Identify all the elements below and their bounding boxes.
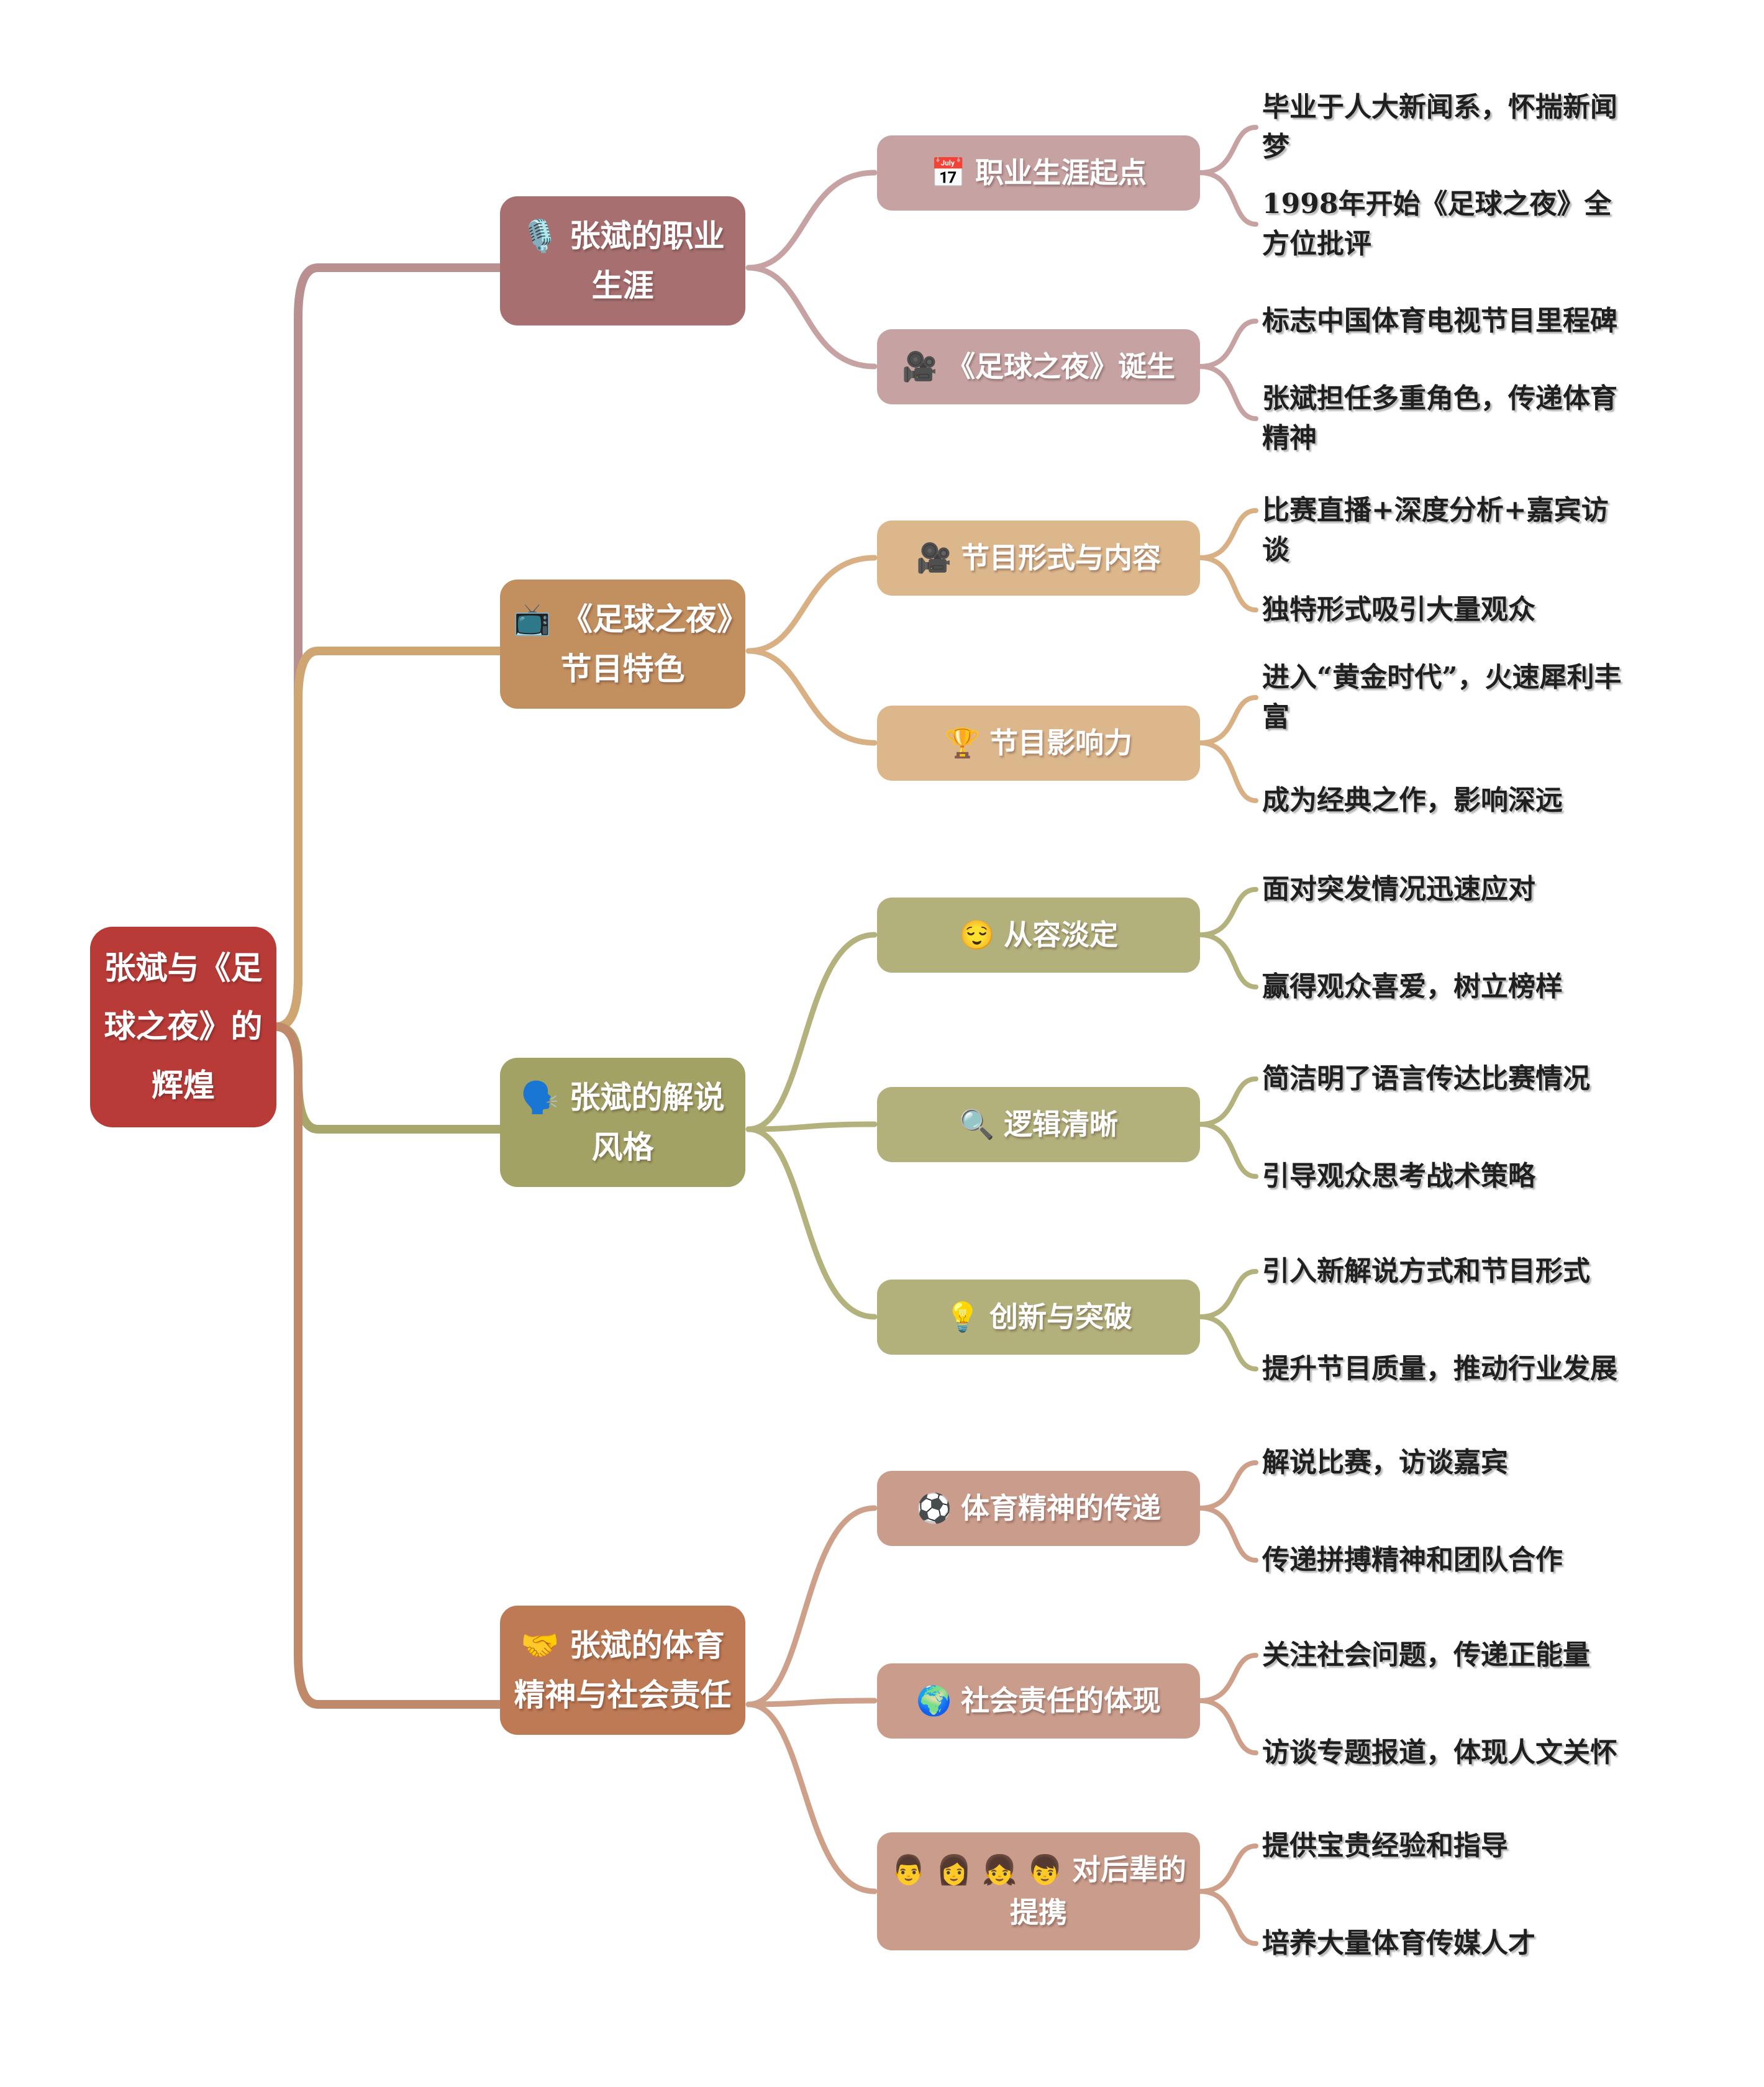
sub-node-social-responsibility[interactable]: 🌍 社会责任的体现 (877, 1663, 1200, 1739)
sub-title: 🎥 节目形式与内容 (916, 537, 1161, 580)
branch-label: 张斌的解说风格 (569, 1079, 725, 1165)
sub-title: 💡创新与突破 (945, 1296, 1132, 1339)
sub-node-format-content[interactable]: 🎥 节目形式与内容 (877, 521, 1200, 596)
light-bulb-icon: 💡 (945, 1300, 981, 1334)
leaf-text[interactable]: 张斌担任多重角色，传递体育精神 (1262, 383, 1617, 454)
sub-label: 从容淡定 (1004, 918, 1118, 952)
sub-title: ⚽ 体育精神的传递 (916, 1487, 1161, 1530)
sub-label: 《足球之夜》诞生 (947, 350, 1175, 383)
leaf-text[interactable]: 关注社会问题，传递正能量 (1262, 1639, 1590, 1671)
leaf-text[interactable]: 访谈专题报道，体现人文关怀 (1262, 1737, 1617, 1768)
root-label: 张斌与《足球之夜》的辉煌 (104, 950, 263, 1104)
sub-label: 对后辈的提携 (1010, 1853, 1186, 1929)
studio-microphone-icon: 🎙️ (521, 217, 560, 254)
leaf-text[interactable]: 传递拼搏精神和团队合作 (1262, 1544, 1563, 1576)
branch-label: 张斌的体育精神与社会责任 (514, 1627, 732, 1713)
leaf-text[interactable]: 培养大量体育传媒人才 (1262, 1927, 1535, 1959)
sub-label: 创新与突破 (989, 1300, 1132, 1334)
leaf-text[interactable]: 1998年开始《足球之夜》全方位批评 (1262, 188, 1612, 260)
leaf-text[interactable]: 提升节目质量，推动行业发展 (1262, 1353, 1617, 1385)
branch-node-sports-spirit[interactable]: 🤝张斌的体育精神与社会责任 (500, 1606, 745, 1735)
movie-camera-icon: 🎥 (902, 350, 938, 383)
globe-icon: 🌍 (916, 1684, 952, 1717)
branch-node-career[interactable]: 🎙️张斌的职业生涯 (500, 196, 745, 325)
sub-label: 体育精神的传递 (961, 1491, 1161, 1525)
relieved-face-icon: 😌 (959, 918, 995, 952)
sub-title: 🔍 逻辑清晰 (959, 1103, 1118, 1146)
people-icons: 👨 👩 👧 👦 (891, 1853, 1063, 1886)
leaf-text[interactable]: 毕业于人大新闻系，怀揣新闻梦 (1262, 91, 1617, 163)
sub-title: 😌 从容淡定 (959, 914, 1118, 957)
leaf-text[interactable]: 引入新解说方式和节目形式 (1262, 1255, 1590, 1287)
sub-title: 🌍 社会责任的体现 (916, 1680, 1161, 1722)
leaf-text[interactable]: 赢得观众喜爱，树立榜样 (1262, 971, 1563, 1003)
leaf-text[interactable]: 成为经典之作，影响深远 (1262, 784, 1563, 816)
sub-label: 社会责任的体现 (961, 1684, 1161, 1717)
leaf-text[interactable]: 引导观众思考战术策略 (1262, 1160, 1535, 1192)
television-icon: 📺 (512, 601, 552, 637)
sub-node-mentoring[interactable]: 👨 👩 👧 👦对后辈的提携 (877, 1832, 1200, 1950)
sub-label: 职业生涯起点 (975, 156, 1147, 189)
root-node[interactable]: 张斌与《足球之夜》的辉煌 (90, 927, 276, 1128)
branch-node-program-features[interactable]: 📺《足球之夜》节目特色 (500, 580, 745, 709)
branch-title: 🤝张斌的体育精神与社会责任 (506, 1621, 739, 1720)
magnifying-glass-icon: 🔍 (959, 1107, 995, 1141)
trophy-icon: 🏆 (945, 726, 981, 760)
handshake-icon: 🤝 (521, 1627, 560, 1663)
leaf-text[interactable]: 面对突发情况迅速应对 (1262, 873, 1535, 905)
leaf-text[interactable]: 提供宝贵经验和指导 (1262, 1830, 1508, 1862)
sub-title: 📅 职业生涯起点 (930, 152, 1147, 194)
movie-camera-icon: 🎥 (916, 541, 952, 575)
leaf-text[interactable]: 进入“黄金时代”，火速犀利丰富 (1262, 662, 1622, 733)
leaf-text[interactable]: 比赛直播+深度分析+嘉宾访谈 (1262, 494, 1609, 566)
sub-node-career-start[interactable]: 📅 职业生涯起点 (877, 135, 1200, 211)
speaking-head-icon: 🗣️ (521, 1079, 560, 1116)
sub-node-program-birth[interactable]: 🎥 《足球之夜》诞生 (877, 329, 1200, 404)
sub-title: 🏆节目影响力 (945, 722, 1132, 765)
branch-node-commentary-style[interactable]: 🗣️张斌的解说风格 (500, 1058, 745, 1187)
sub-title: 👨 👩 👧 👦对后辈的提携 (884, 1848, 1193, 1934)
calendar-icon: 📅 (930, 156, 966, 189)
sub-node-spirit-transmission[interactable]: ⚽ 体育精神的传递 (877, 1471, 1200, 1546)
sub-label: 节目形式与内容 (961, 541, 1161, 575)
leaf-text[interactable]: 解说比赛，访谈嘉宾 (1262, 1447, 1508, 1478)
branch-label: 张斌的职业生涯 (569, 217, 725, 304)
sub-node-program-influence[interactable]: 🏆节目影响力 (877, 706, 1200, 781)
sub-node-innovation[interactable]: 💡创新与突破 (877, 1280, 1200, 1355)
leaf-text[interactable]: 标志中国体育电视节目里程碑 (1262, 305, 1617, 337)
leaf-text[interactable]: 独特形式吸引大量观众 (1262, 594, 1535, 625)
branch-title: 🎙️张斌的职业生涯 (506, 211, 739, 311)
sub-node-calm-composed[interactable]: 😌 从容淡定 (877, 898, 1200, 973)
sub-label: 逻辑清晰 (1004, 1107, 1118, 1141)
sub-label: 节目影响力 (989, 726, 1132, 760)
branch-title: 📺《足球之夜》节目特色 (506, 594, 739, 694)
branch-title: 🗣️张斌的解说风格 (506, 1073, 739, 1172)
leaf-text[interactable]: 简洁明了语言传达比赛情况 (1262, 1063, 1590, 1094)
sub-title: 🎥 《足球之夜》诞生 (902, 345, 1175, 388)
branch-label: 《足球之夜》节目特色 (560, 601, 733, 687)
soccer-ball-icon: ⚽ (916, 1491, 952, 1525)
sub-node-clear-logic[interactable]: 🔍 逻辑清晰 (877, 1087, 1200, 1162)
